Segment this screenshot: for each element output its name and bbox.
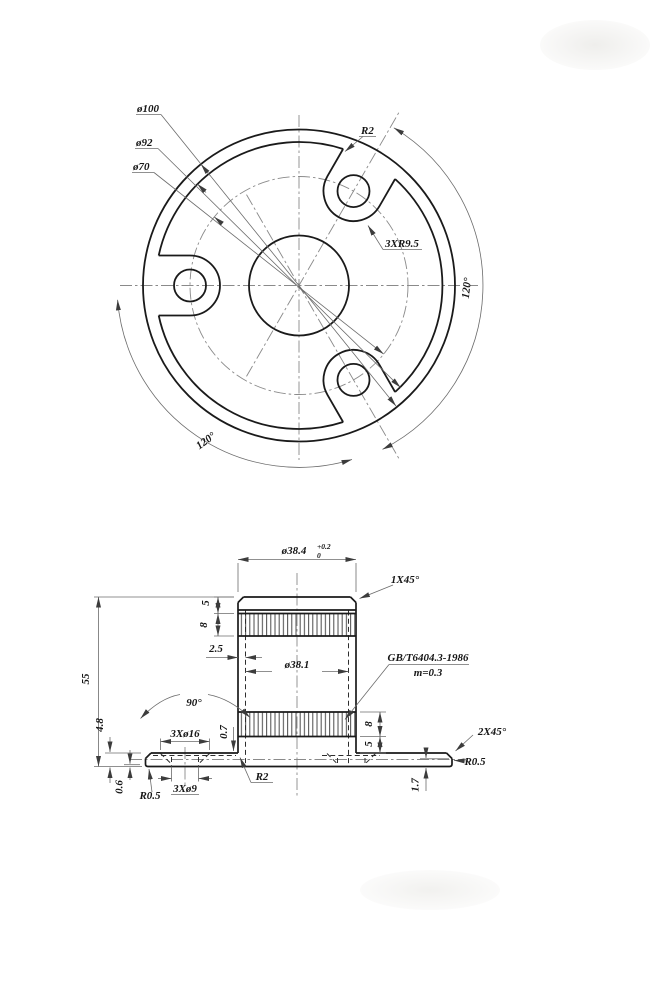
dim-csk-offset: 0.7: [218, 725, 230, 739]
dim-angle-120-left: 120°: [194, 430, 218, 452]
dim-angle-120-right: 120°: [460, 276, 475, 299]
dim-hole-diameter: 3Xø9: [172, 783, 197, 795]
dim-bore-diameter: ø38.1: [284, 659, 310, 671]
dim-chamfer-top: 1X45°: [391, 574, 420, 586]
dim-total-height: 55: [80, 673, 92, 685]
dim-edge-radius-left: R0.5: [138, 790, 161, 802]
dim-slot-radius: 3XR9.5: [384, 238, 419, 250]
dim-bottom-knurl-length: 8: [363, 721, 375, 727]
dim-top-knurl-length: 8: [198, 622, 210, 628]
dim-boss-tolerance-lower: 0: [317, 551, 321, 560]
knurl-standard: GB/T6404.3-1986: [388, 652, 469, 664]
dim-edge-radius-right: R0.5: [463, 756, 486, 768]
dim-flange-chamfer: 2X45°: [477, 726, 507, 738]
front-view-outline: [144, 596, 453, 768]
dim-countersink-angle: 90°: [186, 697, 202, 709]
front-view-dimension-lines: [94, 557, 474, 795]
dim-outer-diameter: ø100: [136, 103, 160, 115]
dim-land-under-hole: 0.6: [114, 780, 126, 794]
dim-boss-tolerance-upper: +0.2: [317, 542, 331, 551]
dim-wall-thickness: 2.5: [208, 643, 223, 655]
dim-bolt-circle-diameter: ø70: [132, 161, 150, 173]
dim-countersink-diameter: 3Xø16: [169, 728, 200, 740]
knurl-module: m=0.3: [414, 667, 443, 679]
dim-boss-diameter: ø38.4: [281, 545, 307, 557]
dim-top-land: 5: [200, 600, 212, 606]
dim-boss-fillet: R2: [255, 771, 269, 783]
top-view-dimension-lines: [115, 114, 484, 468]
top-view: ø100 ø92 ø70 R2 3XR9.5 120° 120°: [115, 103, 484, 468]
dim-bottom-land: 5: [363, 741, 375, 747]
front-view-centerlines: [130, 573, 466, 797]
dim-slot-fillet-radius: R2: [360, 125, 374, 137]
dim-edge-height: 1.7: [410, 778, 422, 792]
front-view: ø38.4 +0.2 0 1X45° 5 8 2.5 ø38.1 GB/T640…: [80, 542, 507, 802]
dim-mid-diameter: ø92: [135, 137, 153, 149]
knurl-bands: [239, 613, 355, 737]
dim-flange-thickness: 4.8: [94, 718, 106, 733]
